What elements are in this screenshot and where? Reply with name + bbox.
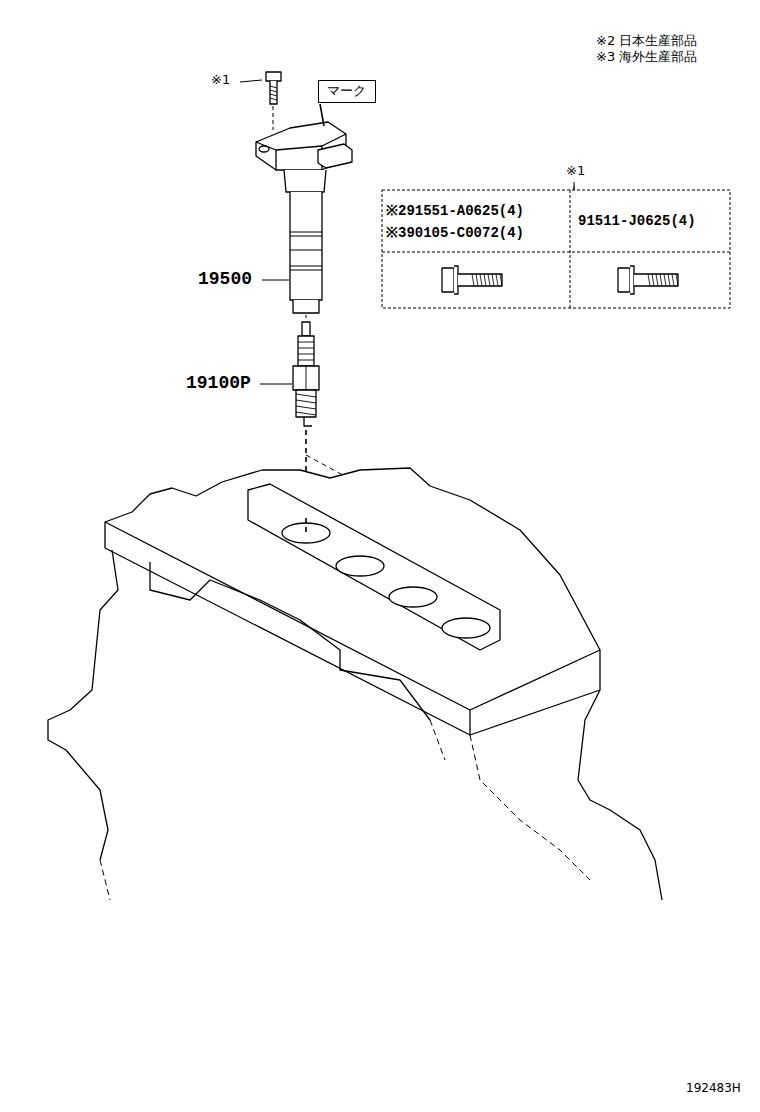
part-number: ※390105-C0072(4) — [386, 225, 524, 241]
coil-body — [290, 192, 322, 300]
bolt-shank — [270, 81, 277, 104]
engine-outline-hidden — [100, 720, 445, 900]
callout-mark: ※1 — [211, 73, 230, 88]
bolt-axis — [273, 106, 274, 130]
plug-hole — [389, 587, 437, 607]
coil-connector — [318, 144, 352, 168]
coil-mount-hole — [259, 146, 269, 152]
table-bolt-flange — [630, 266, 634, 294]
plug-insulator — [298, 336, 314, 366]
engine-outline-front — [150, 562, 430, 720]
plug-hex-edge — [306, 366, 307, 390]
parts-table-grid — [382, 190, 730, 308]
note-text: ※2 日本生産部品 — [596, 34, 697, 49]
plug-hole — [442, 618, 490, 638]
figure-code: 192483H — [686, 1082, 741, 1096]
engine-outline-lower — [470, 735, 590, 880]
spark-plug-well — [248, 484, 500, 650]
note-text: ※3 海外生産部品 — [596, 50, 697, 65]
coil-axis — [306, 315, 307, 320]
callout-number: 19500 — [198, 269, 252, 290]
table-bolt-shank — [458, 274, 502, 286]
part-number: ※291551-A0625(4) — [386, 203, 524, 219]
plug-hole — [336, 556, 384, 576]
mark-box: マーク — [318, 80, 376, 103]
plug-electrode — [304, 417, 312, 426]
callout-mark: ※1 — [566, 164, 585, 179]
bolt-thread — [270, 86, 277, 100]
table-bolt-head — [442, 268, 454, 292]
table-bolt-thread — [472, 274, 502, 286]
table-bolt-thread — [648, 274, 678, 286]
callout-leader — [260, 384, 292, 385]
callout-leader — [262, 280, 289, 281]
bolt-head — [266, 72, 281, 81]
plug-hole — [282, 523, 330, 543]
coil-bands — [290, 232, 322, 270]
mark-leader — [320, 104, 324, 126]
callout-leader — [574, 182, 575, 190]
plug-hex — [293, 366, 319, 390]
plug-ribs — [298, 342, 314, 360]
plug-axis-end — [305, 518, 307, 533]
part-number: 91511-J0625(4) — [578, 213, 696, 229]
plug-thread-body — [296, 390, 316, 417]
plug-threads — [296, 394, 316, 415]
callout-number: 19100P — [186, 373, 251, 394]
head-cover — [105, 468, 600, 735]
table-bolt-flange — [454, 266, 458, 294]
parts-table — [382, 190, 730, 308]
engine-outline-left — [48, 550, 118, 860]
table-bolt-shank — [634, 274, 678, 286]
engine-outline-right — [578, 690, 662, 900]
table-bolt-head — [618, 268, 630, 292]
coil-neck — [284, 170, 326, 192]
callout-leader — [240, 80, 262, 82]
mark-label: マーク — [327, 83, 366, 99]
coil-boot — [293, 300, 319, 313]
plug-terminal — [302, 322, 310, 336]
